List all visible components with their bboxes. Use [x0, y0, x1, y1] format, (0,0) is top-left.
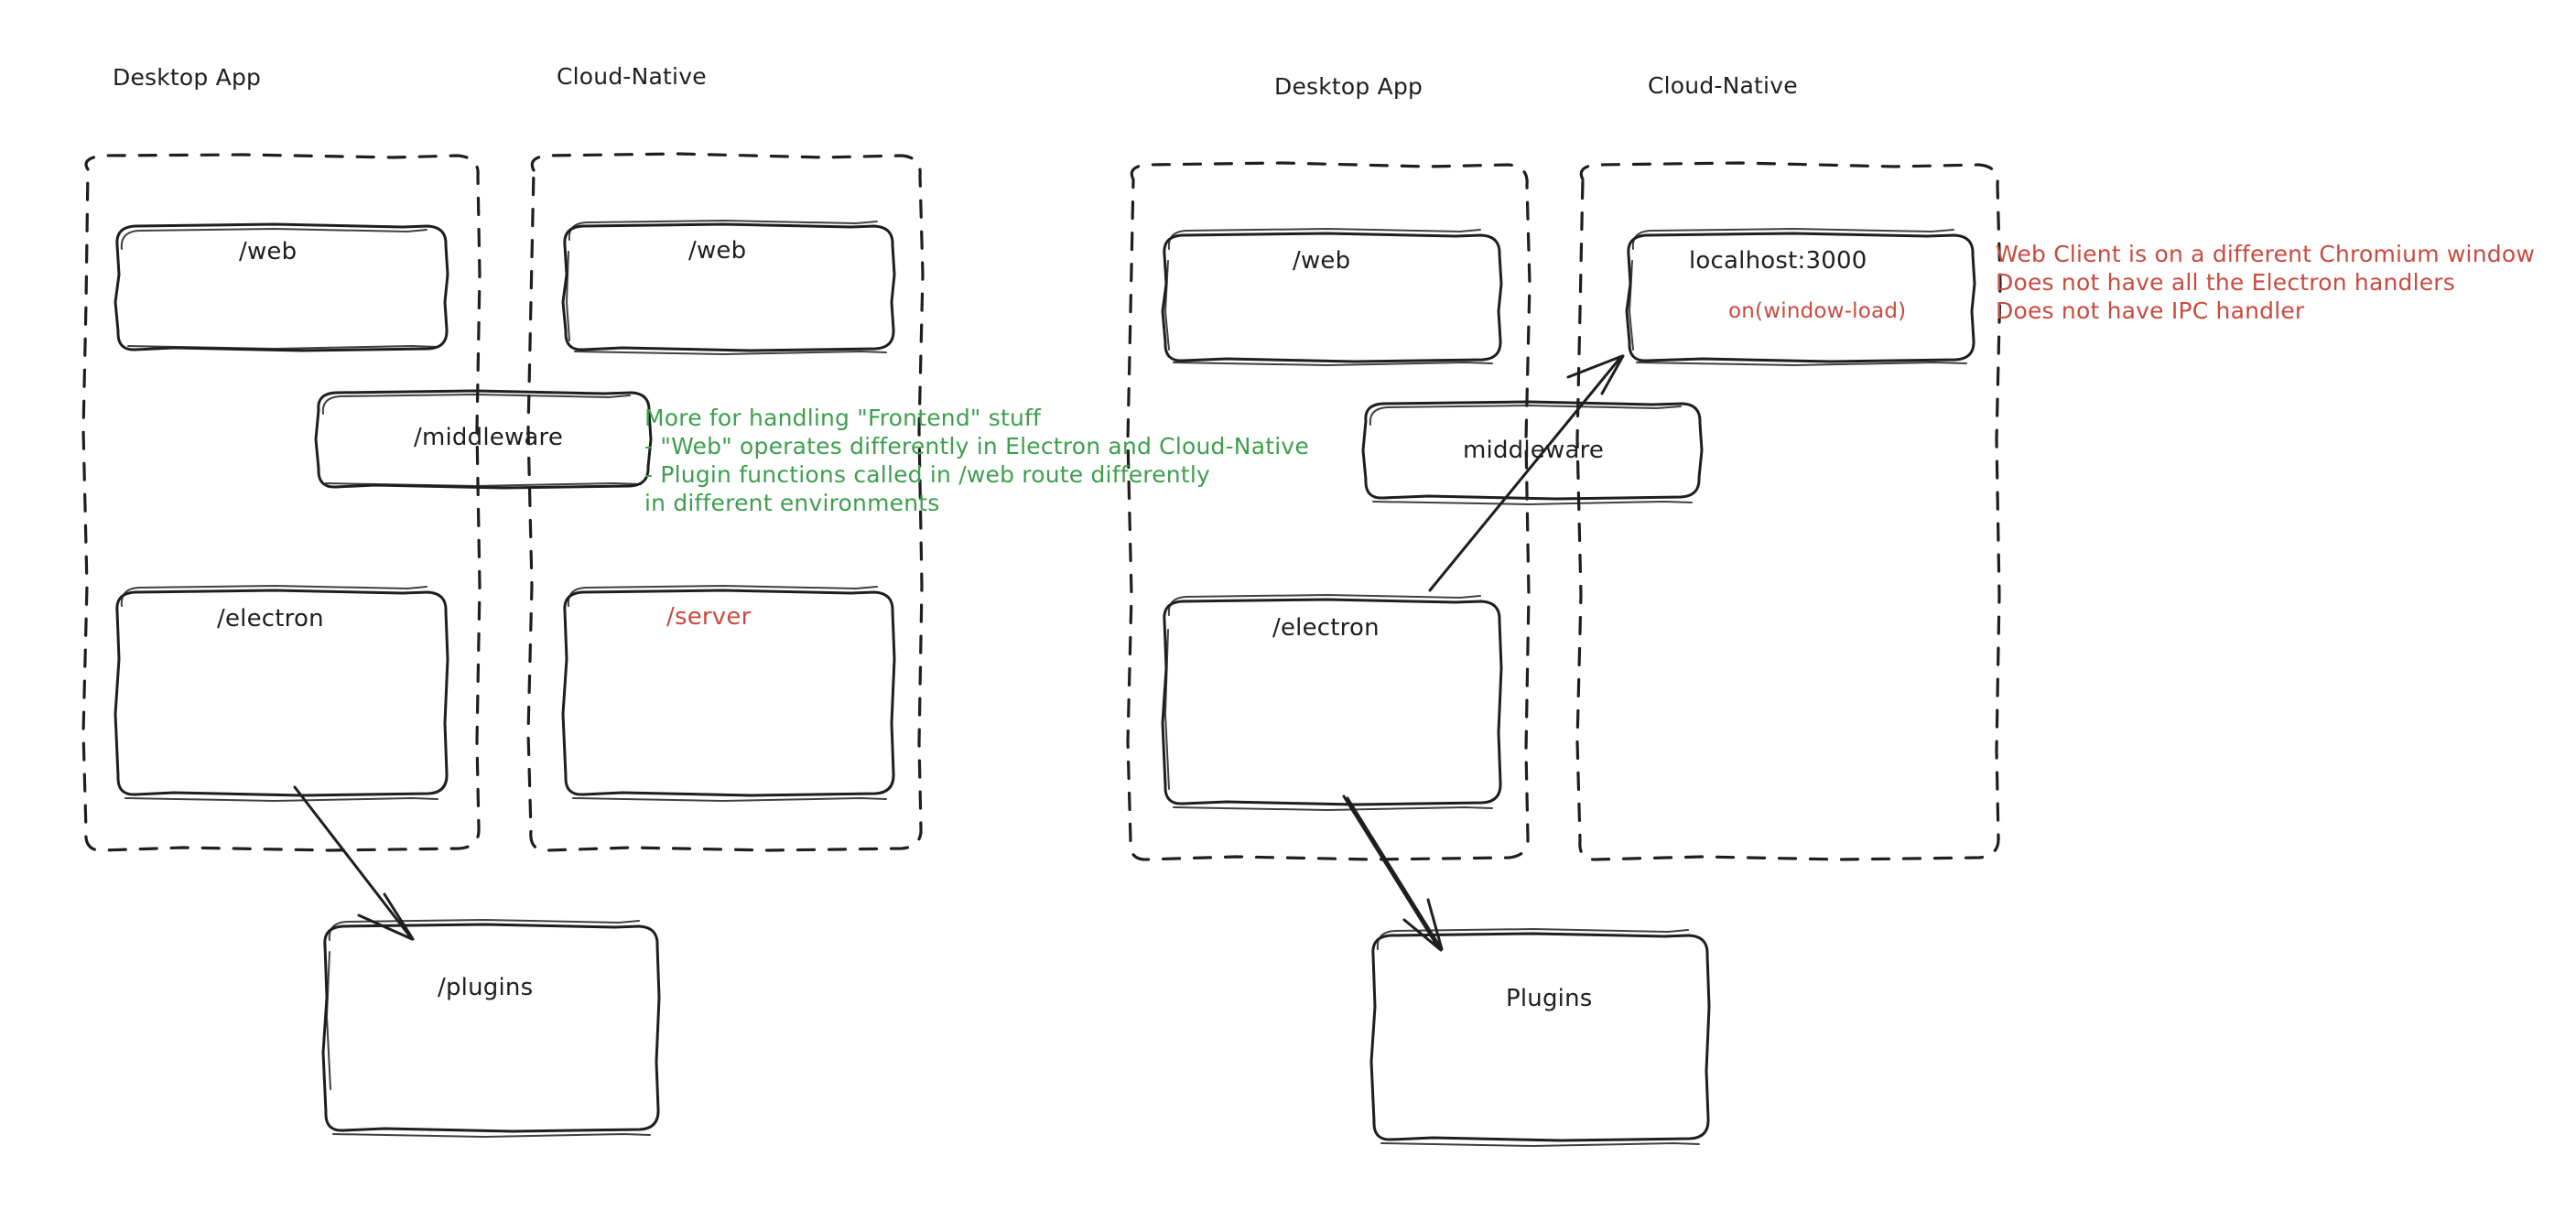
- node-label-right-desktop-web: /web: [1293, 247, 1351, 275]
- node-right-localhost: [1625, 228, 1976, 366]
- node-label-left-middleware: /middleware: [414, 424, 564, 451]
- node-right-middleware: [1361, 400, 1704, 505]
- node-label-left-electron: /electron: [217, 605, 324, 632]
- node-right-electron: [1161, 594, 1503, 811]
- annotation-green-line-3: - Plugin functions called in /web route …: [644, 461, 1210, 488]
- node-label-right-plugins: Plugins: [1506, 985, 1593, 1012]
- node-left-electron: [114, 585, 449, 802]
- node-label-right-electron: /electron: [1272, 614, 1380, 642]
- node-label-right-localhost: localhost:3000: [1689, 247, 1867, 275]
- group-title-right-cloud-native: Cloud-Native: [1648, 72, 1798, 99]
- group-title-right-desktop-app: Desktop App: [1274, 73, 1423, 100]
- node-label-left-desktop-web: /web: [239, 238, 298, 265]
- node-label-right-middleware: middleware: [1463, 437, 1605, 464]
- group-left-desktop-app: [81, 153, 482, 852]
- node-left-desktop-web: [114, 222, 449, 352]
- group-right-cloud-native: [1575, 161, 2002, 861]
- node-left-plugins: [321, 919, 661, 1138]
- annotation-green-note: More for handling "Frontend" stuff - "We…: [644, 404, 1309, 517]
- node-sublabel-right-on-window-load: on(window-load): [1728, 299, 1907, 323]
- node-left-cloud-web: [561, 220, 896, 355]
- annotation-green-line-2: - "Web" operates differently in Electron…: [644, 433, 1309, 459]
- node-label-left-server: /server: [666, 603, 752, 631]
- group-title-left-cloud-native: Cloud-Native: [557, 63, 707, 90]
- node-right-plugins: [1369, 928, 1711, 1147]
- arrow-right-electron-to-localhost: [1428, 354, 1625, 592]
- node-left-server: [561, 585, 896, 802]
- annotation-red-note: Web Client is on a different Chromium wi…: [1996, 240, 2535, 325]
- arrow-left-electron-to-plugins: [293, 785, 415, 941]
- node-label-left-cloud-web: /web: [688, 237, 747, 265]
- node-label-left-plugins: /plugins: [438, 974, 534, 1001]
- node-left-middleware: [314, 389, 653, 490]
- node-right-desktop-web: [1161, 228, 1503, 366]
- group-right-desktop-app: [1126, 161, 1532, 861]
- annotation-red-line-3: Does not have IPC handler: [1996, 297, 2305, 324]
- group-left-cloud-native: [526, 152, 925, 852]
- arrow-right-electron-to-plugins: [1342, 794, 1444, 952]
- annotation-green-line-4: in different environments: [644, 490, 940, 516]
- annotation-red-line-2: Does not have all the Electron handlers: [1996, 269, 2456, 296]
- annotation-red-line-1: Web Client is on a different Chromium wi…: [1996, 241, 2535, 267]
- group-title-left-desktop-app: Desktop App: [113, 64, 262, 91]
- annotation-green-line-1: More for handling "Frontend" stuff: [644, 405, 1042, 431]
